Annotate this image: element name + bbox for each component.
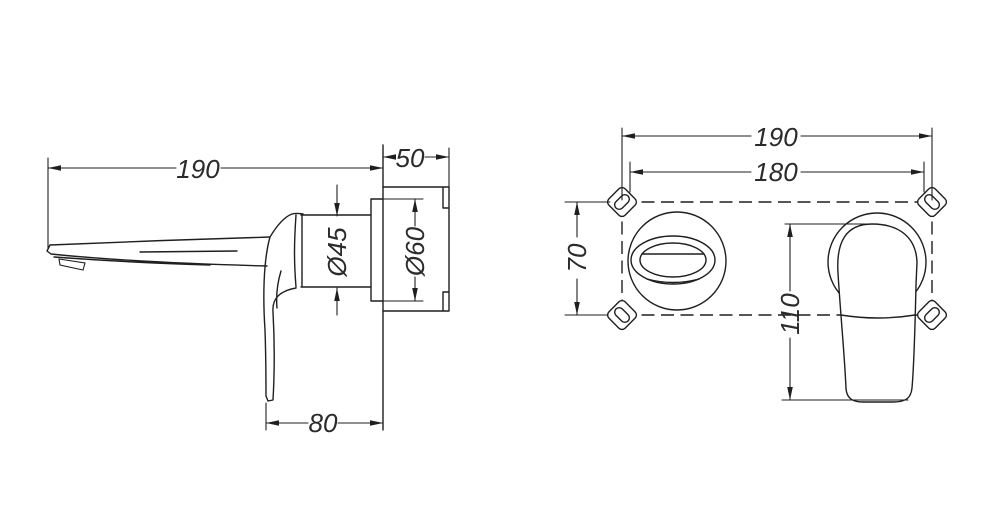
dim-ext-lines [621,127,933,201]
spout-opening-inner [639,242,707,278]
arrowhead-left [383,154,396,160]
arrowhead-right [919,133,932,139]
side-view: 190 50 Ø45 Ø60 [46,143,450,438]
dim-label-mounting-spacing: 180 [754,157,798,187]
arrowhead-right [911,169,924,175]
arrowhead-bottom [412,288,418,301]
spout-outline [46,236,271,267]
mounting-tab-top-right [916,186,948,218]
arrowhead-left [48,165,61,171]
dim-box-width: 190 [621,122,933,201]
tab-slot [613,193,631,211]
handle-front-outline [837,223,918,403]
front-view: 190 180 70 110 [562,122,948,403]
installation-box-side [382,186,450,312]
dim-label-handle-height: 110 [775,293,805,335]
dim-body-diameter: Ø45 [322,184,352,316]
body-cylinder [293,214,372,288]
dim-ext-lines [564,201,611,316]
tab-slot [923,193,941,211]
dim-flange-diameter: Ø60 [382,198,430,302]
mounting-tab-bottom-left [606,299,638,331]
dim-label-body-diameter: Ø45 [322,227,352,278]
dim-box-height: 70 [562,201,611,316]
arrowhead-left [266,420,279,426]
arrowhead-top [787,224,793,237]
dim-mounting-spacing: 180 [629,157,925,193]
arrowhead-bottom [787,387,793,400]
dim-label-flange-diameter: Ø60 [400,226,430,277]
arrowhead-left [630,169,643,175]
arrowhead-bottom [574,302,580,315]
dim-label-box-width: 190 [754,122,798,152]
dim-label-box-height: 70 [562,243,592,272]
arrowhead-right [370,420,383,426]
mounting-tab-top-left [606,186,638,218]
dim-ext-lines [382,198,424,302]
spout-opening-edge [641,253,705,284]
dim-spout-reach: 190 [47,154,384,249]
handle-waist-line [840,314,916,319]
aerator [58,258,86,271]
tab-slot [613,306,631,324]
wall-flange [370,198,384,302]
arrowhead-right [370,165,383,171]
dim-label-box-depth: 50 [396,143,425,173]
dim-box-depth: 50 [382,143,450,188]
tab-slot [923,306,941,324]
arrowhead-left [622,133,635,139]
arrowhead-top [334,203,340,216]
dim-handle-height: 110 [775,223,909,401]
dim-ext-lines [781,223,909,401]
dim-label-spout-reach: 190 [176,154,220,184]
dim-ext-lines [629,161,925,193]
dim-label-handle-drop: 80 [309,408,338,438]
mounting-tab-bottom-right [916,299,948,331]
handle-side-outline [263,212,304,402]
arrowhead-top [412,199,418,212]
arrowhead-right [436,154,449,160]
dim-handle-drop: 80 [265,402,384,438]
arrowhead-bottom [334,288,340,301]
arrowhead-top [574,202,580,215]
